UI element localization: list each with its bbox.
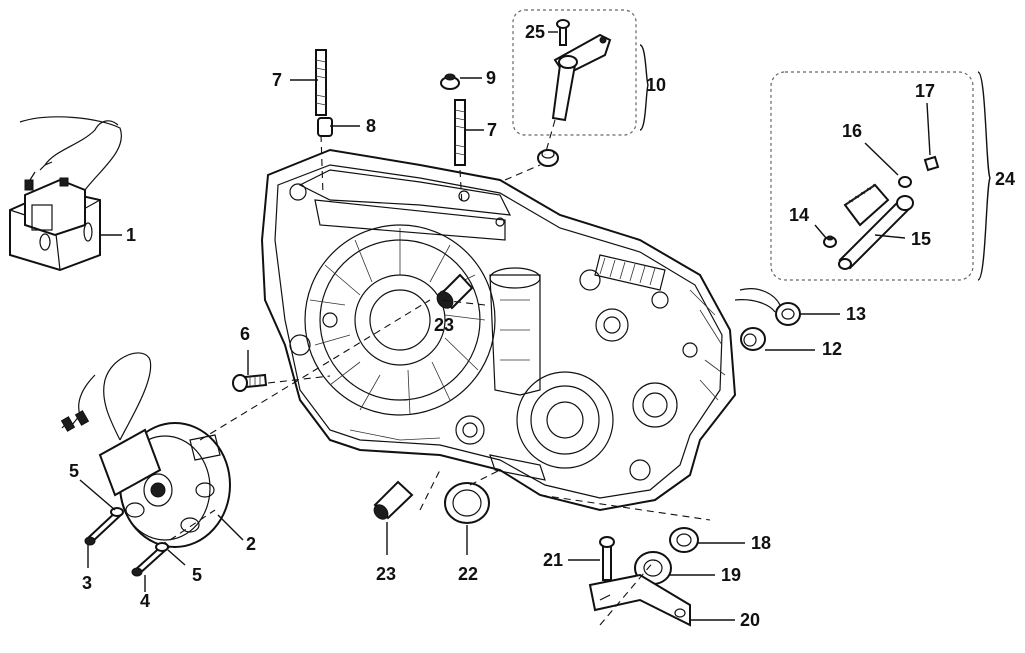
screw-part-25 [556, 19, 570, 46]
callout-9: 9 [486, 68, 497, 88]
callout-8: 8 [366, 116, 377, 136]
callout-18: 18 [751, 533, 772, 553]
callout-5b: 5 [192, 565, 203, 585]
callout-2: 2 [246, 534, 257, 554]
dowel-part-23-lower [373, 480, 414, 520]
callout-21: 21 [543, 550, 564, 570]
callout-4: 4 [140, 591, 151, 611]
callout-5a: 5 [69, 461, 80, 481]
group-box-10 [512, 9, 637, 136]
callout-13: 13 [846, 304, 867, 324]
callout-25: 25 [525, 22, 546, 42]
callout-19: 19 [721, 565, 742, 585]
callout-6: 6 [240, 324, 251, 344]
lever-part-20 [588, 573, 691, 627]
stator-flywheel-part [60, 352, 231, 548]
bushing-part-12 [740, 327, 766, 351]
callout-16: 16 [842, 121, 863, 141]
callout-10: 10 [646, 75, 667, 95]
bushing-part [537, 149, 559, 167]
callout-23b: 23 [376, 564, 397, 584]
callout-3: 3 [82, 573, 93, 593]
bolt-part-6 [232, 373, 268, 392]
callout-15: 15 [911, 229, 932, 249]
stud-parts-7 [315, 49, 466, 166]
callout-1: 1 [126, 225, 137, 245]
seal-part-19 [634, 551, 672, 585]
callout-7b: 7 [487, 120, 498, 140]
bracket-24 [977, 71, 991, 281]
callout-17: 17 [915, 81, 936, 101]
nut-part-9 [440, 73, 460, 90]
callout-14: 14 [789, 205, 810, 225]
shift-assembly-24 [823, 155, 940, 270]
bracket-10 [639, 44, 649, 131]
dowel-part-23-upper [436, 273, 474, 310]
callout-7a: 7 [272, 70, 283, 90]
ignition-coil-part [9, 116, 122, 272]
group-box-24 [770, 71, 974, 281]
bolt-part-21 [599, 536, 615, 581]
washer-part-18 [669, 527, 699, 553]
callout-12: 12 [822, 339, 843, 359]
spring-part-13 [734, 288, 801, 326]
lever-part-10 [551, 33, 612, 122]
callout-24: 24 [995, 169, 1016, 189]
crankcase [260, 148, 737, 512]
sleeve-part-8 [317, 117, 333, 137]
seal-part-22 [444, 482, 490, 524]
screws-3-4-5 [84, 507, 171, 577]
callout-20: 20 [740, 610, 761, 630]
callout-22: 22 [458, 564, 479, 584]
leader-lines [79, 31, 931, 621]
callout-23a: 23 [434, 315, 455, 335]
assembly-axis-lines [169, 119, 711, 626]
